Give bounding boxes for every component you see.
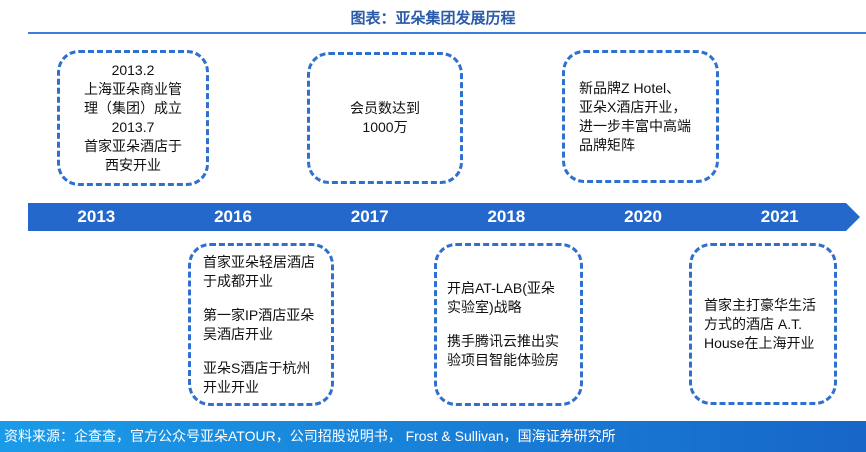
event-box-2016: 首家亚朵轻居酒店于成都开业 第一家IP酒店亚朵吴酒店开业 亚朵S酒店于杭州开业开… [188,243,334,406]
year-label: 2013 [77,207,116,226]
timeline-arrow [28,203,860,231]
event-line: 2013.2 [111,62,155,78]
event-item: 开启AT-LAB(亚朵实验室)战略 [447,280,555,315]
year-label: 2020 [624,207,662,226]
timeline-years: 2013 2016 2017 2018 2020 2021 [28,203,848,231]
year-label: 2021 [760,207,799,226]
event-item: 第一家IP酒店亚朵吴酒店开业 [203,306,315,342]
event-box-2021: 首家主打豪华生活方式的酒店 A.T. House在上海开业 [689,243,837,405]
title-divider [28,32,866,34]
event-box-2020: 新品牌Z Hotel、 亚朵X酒店开业， 进一步丰富中高端 品牌矩阵 [562,50,719,183]
event-line: 1000万 [362,119,408,135]
event-line: 亚朵X酒店开业， [579,98,687,115]
year-label: 2017 [350,207,389,226]
event-line: 进一步丰富中高端 [579,117,691,134]
event-line: 新品牌Z Hotel、 [579,79,681,96]
event-line: 2013.7 [111,119,155,135]
event-item: 首家主打豪华生活方式的酒店 A.T. House在上海开业 [704,296,816,351]
event-box-2018: 开启AT-LAB(亚朵实验室)战略 携手腾讯云推出实验项目智能体验房 [434,243,583,406]
event-box-2013: 2013.2 上海亚朵商业管 理（集团）成立 2013.7 首家亚朵酒店于 西安… [57,50,209,186]
event-line: 西安开业 [105,157,161,173]
event-box-2017: 会员数达到 1000万 [307,52,463,184]
event-line: 首家亚朵酒店于 [84,138,182,154]
year-label: 2018 [487,207,526,226]
event-line: 上海亚朵商业管 [84,81,182,97]
event-item: 亚朵S酒店于杭州开业开业 [203,359,311,395]
event-item: 携手腾讯云推出实验项目智能体验房 [447,333,559,368]
event-line: 理（集团）成立 [84,100,182,116]
source-footer: 资料来源：企查查，官方公众号亚朵ATOUR，公司招股说明书， Frost & S… [0,421,866,452]
year-label: 2016 [214,207,252,226]
event-item: 首家亚朵轻居酒店于成都开业 [203,253,315,289]
event-line: 品牌矩阵 [579,136,635,153]
chart-title: 图表：亚朵集团发展历程 [350,10,516,27]
event-line: 会员数达到 [350,100,420,116]
